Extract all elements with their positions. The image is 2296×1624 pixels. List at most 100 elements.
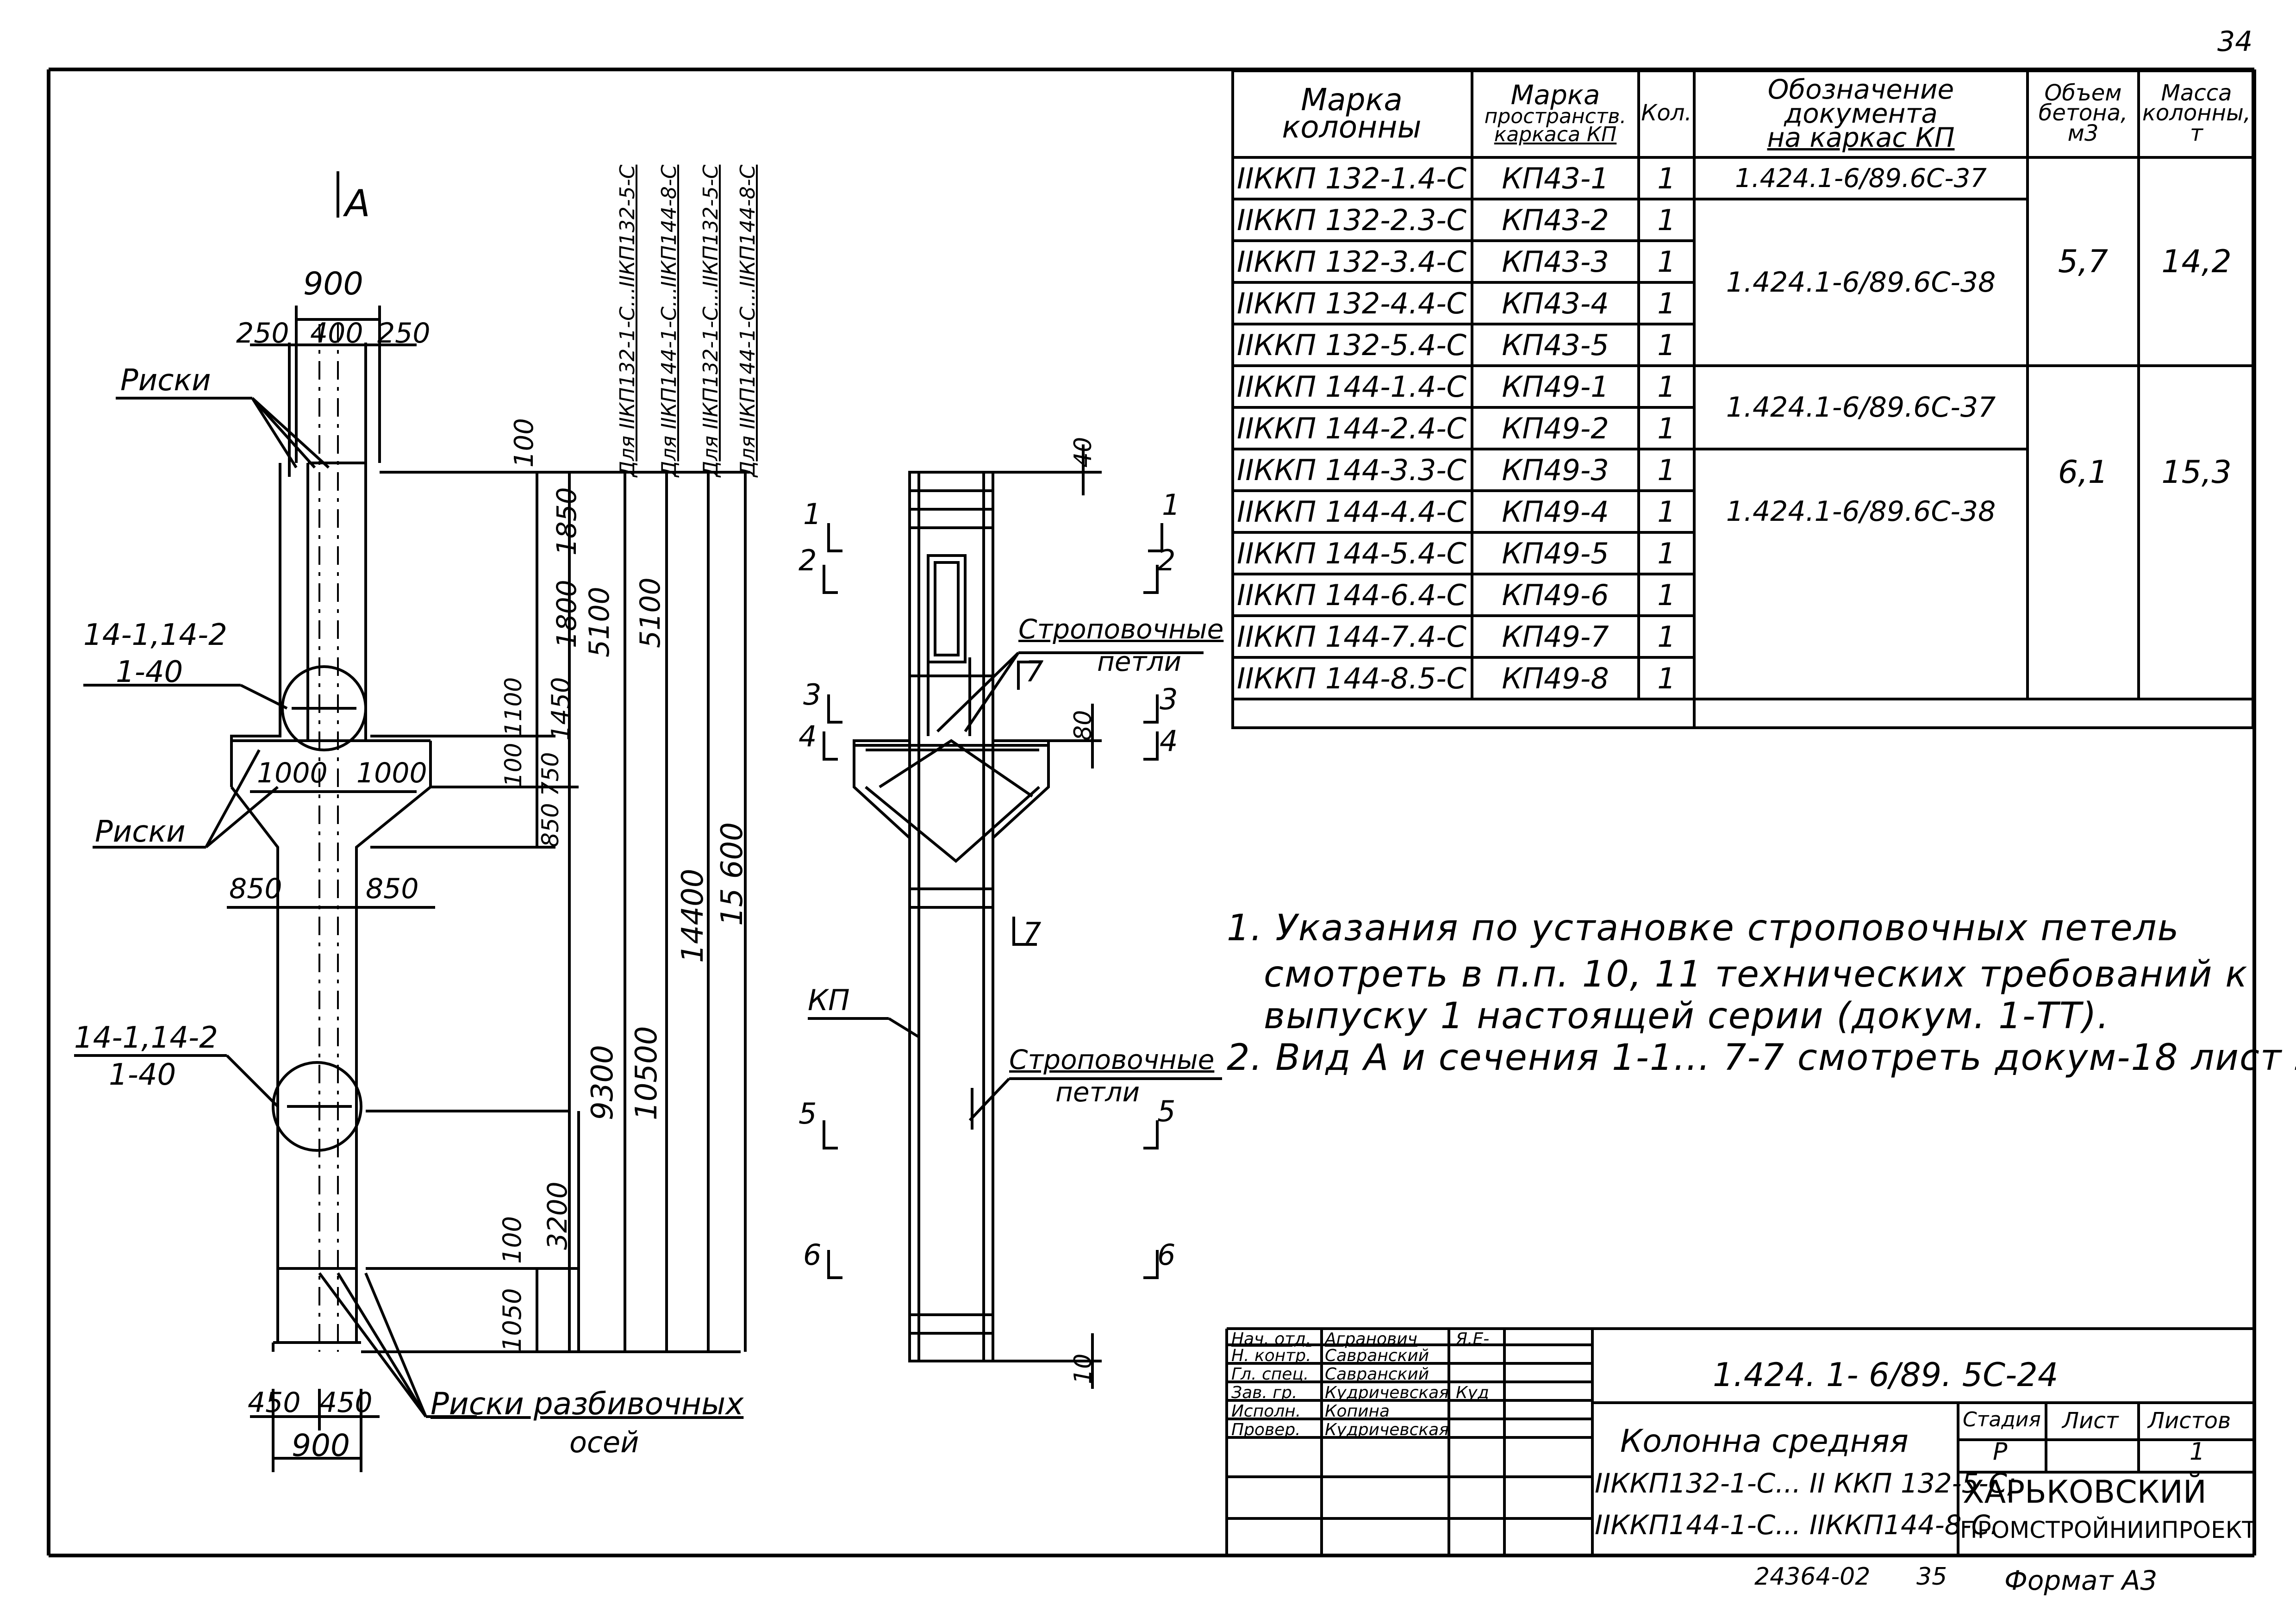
dim-cons-w-right: 850 [366,873,419,905]
volume-group-2: 6,1 [2058,454,2109,491]
hdr-doc: Обозначение документа на каркас КП [1694,69,2028,157]
strop-top-2: петли [1097,646,1182,677]
mass-group-1: 14,2 [2161,243,2232,280]
row-11-mark: IIККП 144-6.4-С [1237,578,1466,612]
note-line-1: 1. Указания по установке строповочных пе… [1227,907,2180,949]
row-7-mark: IIККП 144-2.4-С [1237,411,1466,445]
row-5-mark: IIККП 132-5.4-С [1237,328,1466,362]
mass-group-2: 15,3 [2161,454,2232,491]
hdr-mass: Масса колонны, т [2139,69,2254,157]
kp-label: КП [808,983,850,1017]
stamp-sheets-h: Листов [2148,1408,2231,1434]
dim-cons-left: 1000 [257,757,328,789]
stamp-name-1: Агранович [1325,1330,1417,1349]
dim-cons-w-left: 850 [229,873,282,905]
row-7-qty: 1 [1657,411,1676,445]
dim-top-right: 250 [377,317,430,350]
row-11-qty: 1 [1657,578,1676,612]
hdr-qty-1: Кол. [1641,100,1692,126]
hdr-mass-1: Масса [2161,80,2232,106]
row-4-kp: КП43-4 [1502,286,1609,320]
row-6-mark: IIККП 144-1.4-С [1237,369,1466,404]
dim-bot-left: 450 [248,1387,301,1419]
row-3-mark: IIККП 132-3.4-С [1237,244,1466,279]
hdr-mark-2: колонны [1282,109,1422,145]
row-2-qty: 1 [1657,203,1676,237]
doc-group-3: 1.424.1-6/89.6С-37 [1726,391,1996,424]
stamp-sheet-h: Лист [2062,1408,2119,1434]
sec-mark-right-6: 6 [1157,1238,1176,1272]
ref-bot-1: 14-1,14-2 [74,1021,218,1055]
sec-mark-right-5: 5 [1157,1094,1176,1128]
row-9-kp: КП49-4 [1502,494,1609,529]
sec-mark-right-2: 2 [1157,543,1176,577]
ref-bot-2: 1-40 [109,1058,176,1092]
stamp-sign-4: Куд [1456,1383,1489,1402]
strop-bot-1: Строповочные [1009,1044,1215,1075]
hdr-mass-3: т [2190,120,2203,146]
hdr-space-3: каркаса КП [1494,123,1617,147]
row-12-qty: 1 [1657,619,1676,654]
hdr-mark: Марка колонны [1231,69,1472,157]
stamp-stage-h: Стадия [1963,1408,2041,1431]
hdr-doc-1: Обозначение [1767,73,1954,105]
stamp-name-4: Кудричевская [1325,1383,1449,1402]
sec-mark-left-5: 5 [799,1097,817,1131]
row-11-kp: КП49-6 [1502,578,1609,612]
row-10-qty: 1 [1657,536,1676,570]
stamp-role-4: Зав. гр. [1231,1383,1298,1402]
sec-mark-right-3: 3 [1160,682,1178,716]
row-5-qty: 1 [1657,328,1676,362]
row-1-qty: 1 [1657,161,1676,195]
stamp-title-2: IIККП132-1-С... II ККП 132-5-С; [1595,1468,2016,1499]
hdr-mark-1: Марка [1301,81,1403,118]
sec-mark-right-1: 1 [1162,488,1180,522]
footer-sheet: 35 [1916,1563,1947,1591]
stamp-sheets: 1 [2190,1438,2205,1466]
stamp-role-5: Исполн. [1231,1402,1301,1421]
row-12-mark: IIККП 144-7.4-С [1237,619,1466,654]
stamp-role-6: Провер. [1231,1420,1301,1439]
hdr-doc-3: на каркас КП [1767,122,1955,154]
dim-cons-right: 1000 [356,757,427,789]
row-9-mark: IIККП 144-4.4-С [1237,494,1466,529]
sec-mark-left-4: 4 [799,719,817,753]
riski-axes-1: Риски разбивочных [430,1386,744,1422]
row-4-qty: 1 [1657,286,1676,320]
row-8-mark: IIККП 144-3.3-С [1237,453,1466,487]
hdr-mass-2: колонны, [2142,100,2251,126]
hdr-volume: Объем бетона, м3 [2028,69,2139,157]
strop-bot-2: петли [1055,1076,1140,1108]
dim-bot-width: 900 [292,1428,350,1463]
row-9-qty: 1 [1657,494,1676,529]
sec7-top: 7 [1025,655,1044,688]
ref-top-1: 14-1,14-2 [83,618,227,652]
hdr-space: Марка пространств. каркаса КП [1472,69,1639,157]
row-13-mark: IIККП 144-8.5-С [1237,661,1466,695]
row-3-kp: КП43-3 [1502,244,1609,279]
stamp-role-3: Гл. спец. [1231,1365,1309,1384]
stamp-sign-1: Я.Е- [1456,1330,1490,1349]
stamp-name-6: Кудричевская [1325,1420,1449,1439]
stamp-title-1: Колонна средняя [1620,1423,1909,1460]
row-2-kp: КП43-2 [1502,203,1609,237]
row-6-kp: КП49-1 [1502,369,1609,404]
row-7-kp: КП49-2 [1502,411,1609,445]
stamp-role-1: Нач. отд. [1231,1330,1311,1349]
hdr-doc-2: документа [1784,97,1938,129]
page-number: 34 [2217,25,2253,58]
row-13-qty: 1 [1657,661,1676,695]
stamp-designation: 1.424. 1- 6/89. 5С-24 [1713,1356,2059,1394]
stamp-stage: Р [1993,1438,2008,1466]
columns-table: Марка колонны Марка пространств. каркаса… [1231,69,2254,729]
hdr-qty: Кол. [1639,69,1694,157]
ref-top-2: 1-40 [116,655,183,689]
row-2-mark: IIККП 132-2.3-С [1237,203,1466,237]
sec-mark-left-1: 1 [803,497,822,531]
doc-group-1: 1.424.1-6/89.6С-37 [1735,163,1987,194]
doc-group-2: 1.424.1-6/89.6С-38 [1726,266,1996,299]
row-13-kp: КП49-8 [1502,661,1609,695]
stamp-org-2: ПРОМСТРОЙНИИПРОЕКТ [1960,1517,2256,1543]
volume-group-1: 5,7 [2058,243,2109,280]
